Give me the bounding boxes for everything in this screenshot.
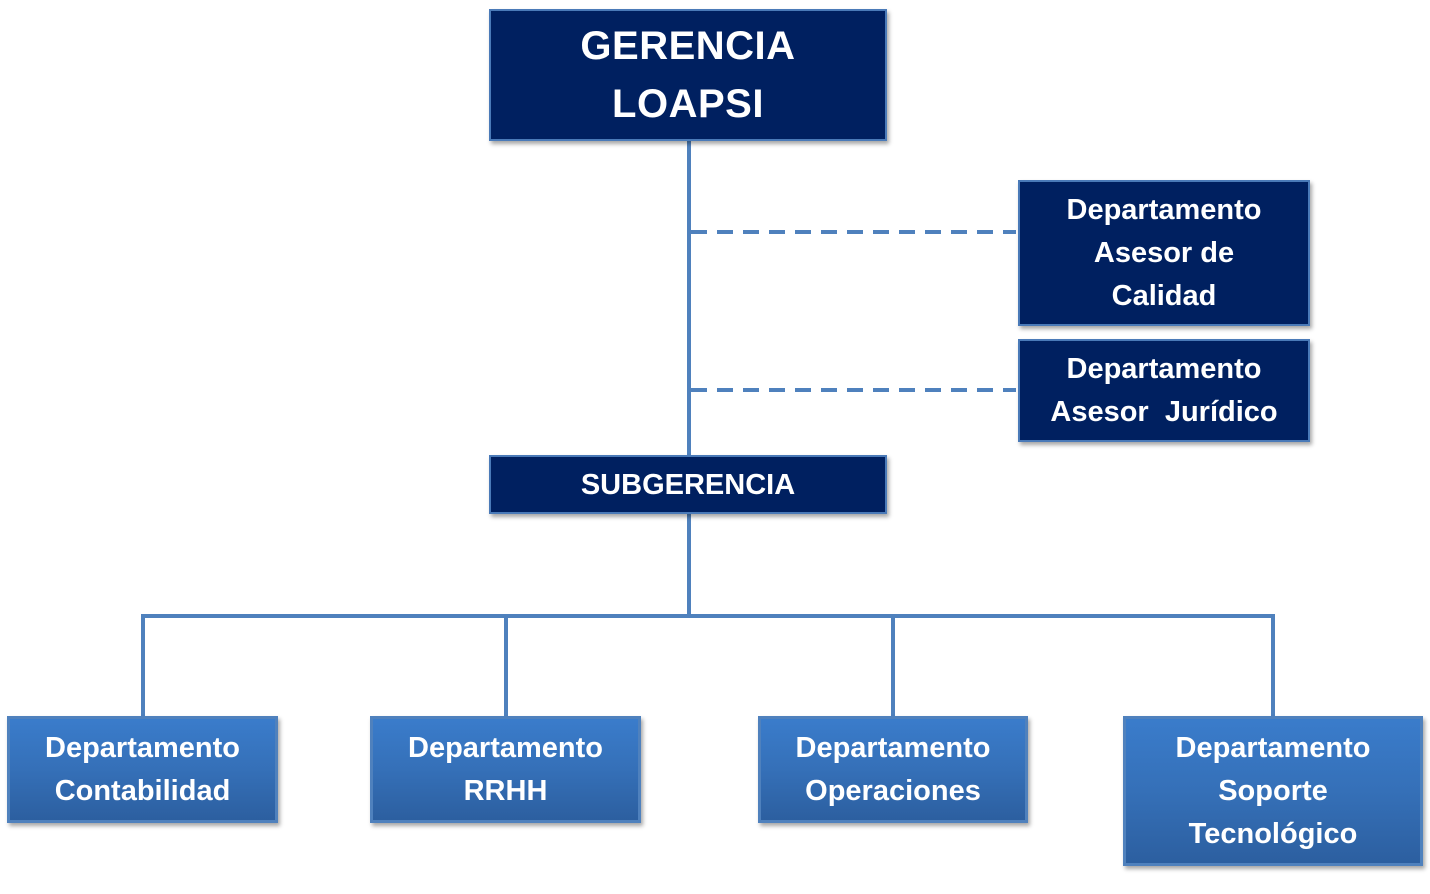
node-operaciones-label: Departamento Operaciones (795, 731, 991, 807)
node-rrhh-label: Departamento RRHH (408, 731, 603, 807)
node-asesor-juridico[interactable]: Departamento Asesor Jurídico (1018, 339, 1310, 442)
node-soporte[interactable]: Departamento Soporte Tecnológico (1123, 716, 1423, 866)
node-asesor-juridico-label: Departamento Asesor Jurídico (1050, 352, 1278, 428)
node-asesor-calidad[interactable]: Departamento Asesor de Calidad (1018, 180, 1310, 326)
node-subgerencia-label: SUBGERENCIA (580, 468, 796, 501)
node-soporte-label: Departamento Soporte Tecnológico (1175, 731, 1371, 850)
node-operaciones[interactable]: Departamento Operaciones (758, 716, 1028, 823)
node-gerencia[interactable]: GERENCIA LOAPSI (489, 9, 887, 141)
node-contabilidad-label: Departamento Contabilidad (45, 731, 240, 807)
node-gerencia-label: GERENCIA LOAPSI (580, 24, 796, 126)
node-subgerencia[interactable]: SUBGERENCIA (489, 455, 887, 514)
node-asesor-calidad-label: Departamento Asesor de Calidad (1066, 193, 1262, 312)
node-contabilidad[interactable]: Departamento Contabilidad (7, 716, 278, 823)
node-rrhh[interactable]: Departamento RRHH (370, 716, 641, 823)
